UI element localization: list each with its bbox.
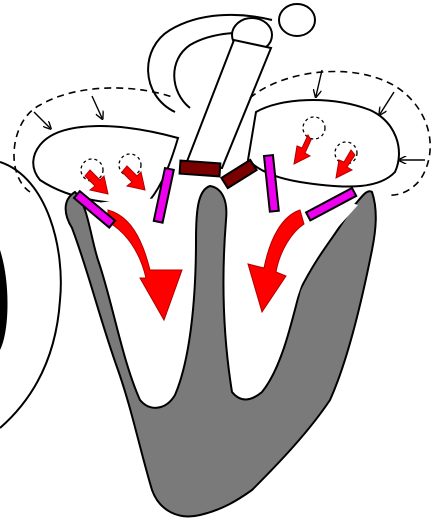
vessel-opening-back <box>279 4 315 36</box>
inward-tick-arrow <box>380 92 394 114</box>
outflow-band <box>180 161 221 177</box>
ventricle-walls <box>66 186 376 516</box>
side-inset-circle <box>0 162 61 428</box>
outflow-band <box>221 160 256 188</box>
inward-tick-arrow <box>92 96 102 118</box>
inward-tick-arrow <box>34 112 50 128</box>
inward-tick-arrow <box>316 70 322 96</box>
outflow-bands <box>180 160 257 188</box>
